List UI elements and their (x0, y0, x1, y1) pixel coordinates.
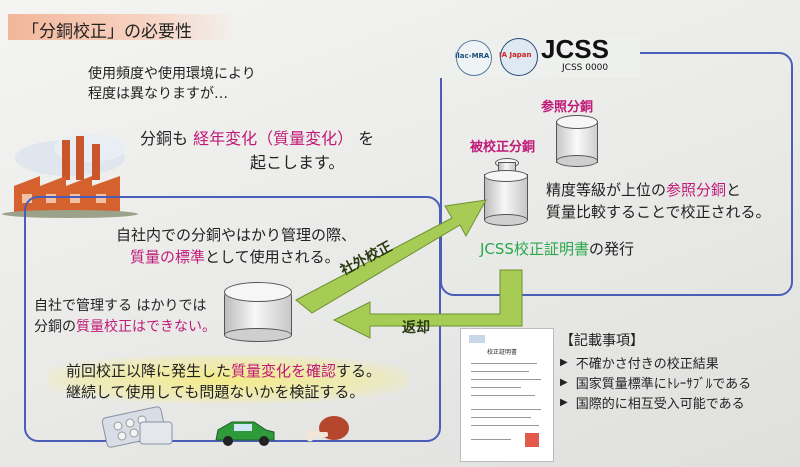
standard-highlight: 質量の標準 (130, 248, 206, 266)
return-label: 返却 (402, 320, 430, 336)
factory-icon (2, 134, 138, 218)
page-title: 「分銅校正」の必要性 (22, 22, 192, 42)
notes-item-text: 国際的に相互受入可能である (575, 396, 745, 412)
bottom-line-1: 前回校正以降に発生した質量変化を確認する。 (66, 360, 381, 381)
notes-item-text: 国家質量標準にﾄﾚｰｻﾌﾞﾙである (575, 376, 752, 392)
desc-prefix: 精度等級が上位の (546, 181, 667, 199)
in-house-line-1: 自社内での分銅やはかり管理の際、 (116, 226, 357, 244)
desc-suffix: と (726, 181, 742, 199)
arrow-bullet-icon: ▶ (560, 396, 568, 408)
certificate-jcss: JCSS校正証明書 (480, 240, 589, 258)
cert-heading: 校正証明書 (487, 349, 518, 356)
iajapan-logo-text: IA Japan (499, 51, 532, 59)
target-label: 被校正分銅 (470, 140, 536, 155)
notes-item: ▶ 国際的に相互受入可能である (560, 392, 751, 412)
products-illustration (101, 406, 349, 448)
calibration-desc-line-1: 精度等級が上位の参照分銅と (546, 179, 741, 200)
return-arrow (332, 269, 523, 339)
notes-list: ▶ 不確かさ付きの校正結果 ▶ 国家質量標準にﾄﾚｰｻﾌﾞﾙである ▶ 国際的に… (560, 352, 751, 412)
in-house-line-2: 質量の標準として使用される。 (130, 246, 340, 267)
desc-highlight: 参照分銅 (666, 181, 727, 199)
notes-item-text: 不確かさ付きの校正結果 (575, 356, 719, 372)
notes-item: ▶ 不確かさ付きの校正結果 (560, 352, 751, 372)
certificate-suffix: の発行 (588, 240, 634, 258)
scale-prefix: 分銅の (34, 319, 76, 335)
bottom-suffix: する。 (336, 362, 382, 380)
aging-prefix: 分銅も (140, 129, 189, 148)
arrow-bullet-icon: ▶ (560, 356, 568, 368)
scale-highlight: 質量校正はできない。 (76, 319, 216, 335)
bottom-prefix: 前回校正以降に発生した (66, 362, 232, 380)
in-house-weight-icon (222, 282, 294, 342)
pills-icon (101, 406, 173, 448)
bottom-line-2: 継続して使用しても問題ないかを検証する。 (66, 383, 365, 401)
certificate-document: 校正証明書 (460, 328, 554, 462)
calibration-desc-line-2: 質量比較することで校正される。 (546, 203, 771, 221)
ilac-logo-text: ilac-MRA (455, 52, 490, 60)
jcss-number: JCSS 0000 (562, 63, 609, 73)
arrow-bullet-icon: ▶ (560, 376, 568, 388)
meat-icon (306, 416, 349, 442)
notes-item: ▶ 国家質量標準にﾄﾚｰｻﾌﾞﾙである (560, 372, 751, 392)
notes-heading: 【記載事項】 (560, 333, 644, 349)
aging-line-2: 起こします。 (250, 153, 345, 172)
cert-logo-icon (469, 335, 485, 343)
ilac-logo-icon: ilac-MRA (455, 40, 492, 76)
outgoing-arrow (295, 199, 487, 314)
scale-line-1: 自社で管理する はかりでは (34, 298, 207, 314)
jcss-logo: JCSS (541, 34, 609, 64)
aging-suffix: を (358, 129, 375, 148)
reference-weight-icon (556, 115, 600, 167)
certificate-issue: JCSS校正証明書の発行 (480, 238, 634, 259)
iajapan-logo-icon: IA Japan (499, 38, 538, 76)
page-title-banner: 「分銅校正」の必要性 (8, 14, 238, 42)
car-icon (215, 421, 275, 446)
standard-suffix: として使用される。 (205, 248, 340, 266)
aging-line-1: 分銅も 経年変化（質量変化） を (140, 125, 374, 149)
aging-highlight: 経年変化（質量変化） (193, 129, 354, 148)
target-weight-icon (484, 158, 530, 226)
intro-line-1: 使用頻度や使用環境により (88, 66, 256, 82)
intro-line-2: 程度は異なりますが… (88, 86, 228, 102)
scale-line-2: 分銅の質量校正はできない。 (34, 316, 216, 336)
bottom-highlight-text: 質量変化を確認 (231, 362, 337, 380)
bottom-highlight (48, 355, 408, 403)
reference-label: 参照分銅 (541, 100, 594, 115)
cert-stamp-icon (525, 433, 539, 447)
